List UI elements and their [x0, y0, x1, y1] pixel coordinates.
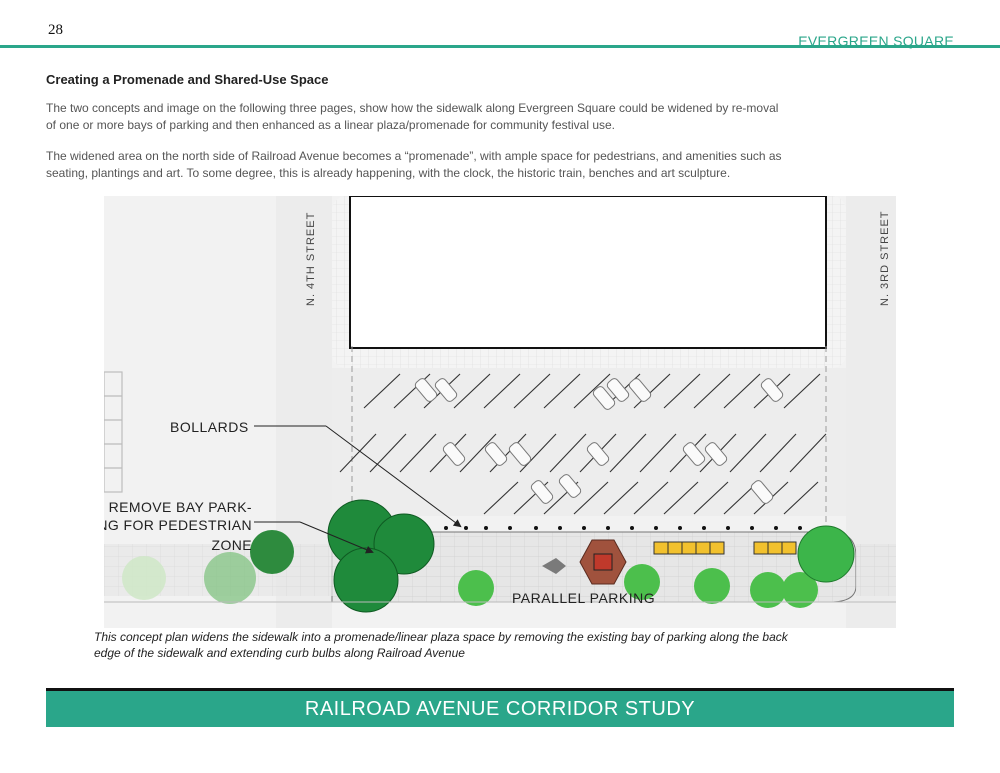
street-label-n-4th: N. 4TH STREET [305, 212, 317, 306]
left-parking-lot [104, 371, 123, 493]
remove-bay-leader-line [299, 521, 374, 554]
concept-site-plan: N. 4TH STREET N. 3RD STREET BOLLARDS REM… [104, 196, 896, 628]
parking-stripes-row-2 [339, 433, 827, 473]
trees [122, 499, 855, 613]
label-parallel-parking: PARALLEL PARKING [512, 590, 655, 606]
label-remove-bay-line-3: ZONE [212, 537, 253, 553]
page-number: 28 [48, 22, 63, 38]
bollards-leader-line [325, 425, 462, 528]
section-heading: Creating a Promenade and Shared-Use Spac… [46, 72, 329, 87]
label-remove-bay-line-1: REMOVE BAY PARK- [109, 499, 252, 515]
paragraph-2: The widened area on the north side of Ra… [46, 149, 782, 180]
paragraph-1: The two concepts and image on the follow… [46, 101, 779, 132]
street-label-n-3rd: N. 3RD STREET [879, 210, 891, 306]
footer-band: RAILROAD AVENUE CORRIDOR STUDY [46, 691, 954, 727]
label-remove-bay-line-2: ING FOR PEDESTRIAN [104, 517, 252, 533]
figure-caption: This concept plan widens the sidewalk in… [94, 630, 788, 660]
parked-cars [414, 378, 784, 504]
footer-title: RAILROAD AVENUE CORRIDOR STUDY [304, 697, 696, 720]
bench-group-2 [753, 541, 797, 555]
bench-group-1 [653, 541, 725, 555]
sculpture-icon [542, 558, 566, 574]
top-rule [0, 45, 1000, 48]
building-footprint [349, 196, 827, 349]
footer-rule [46, 688, 954, 691]
label-bollards: BOLLARDS [170, 419, 249, 435]
